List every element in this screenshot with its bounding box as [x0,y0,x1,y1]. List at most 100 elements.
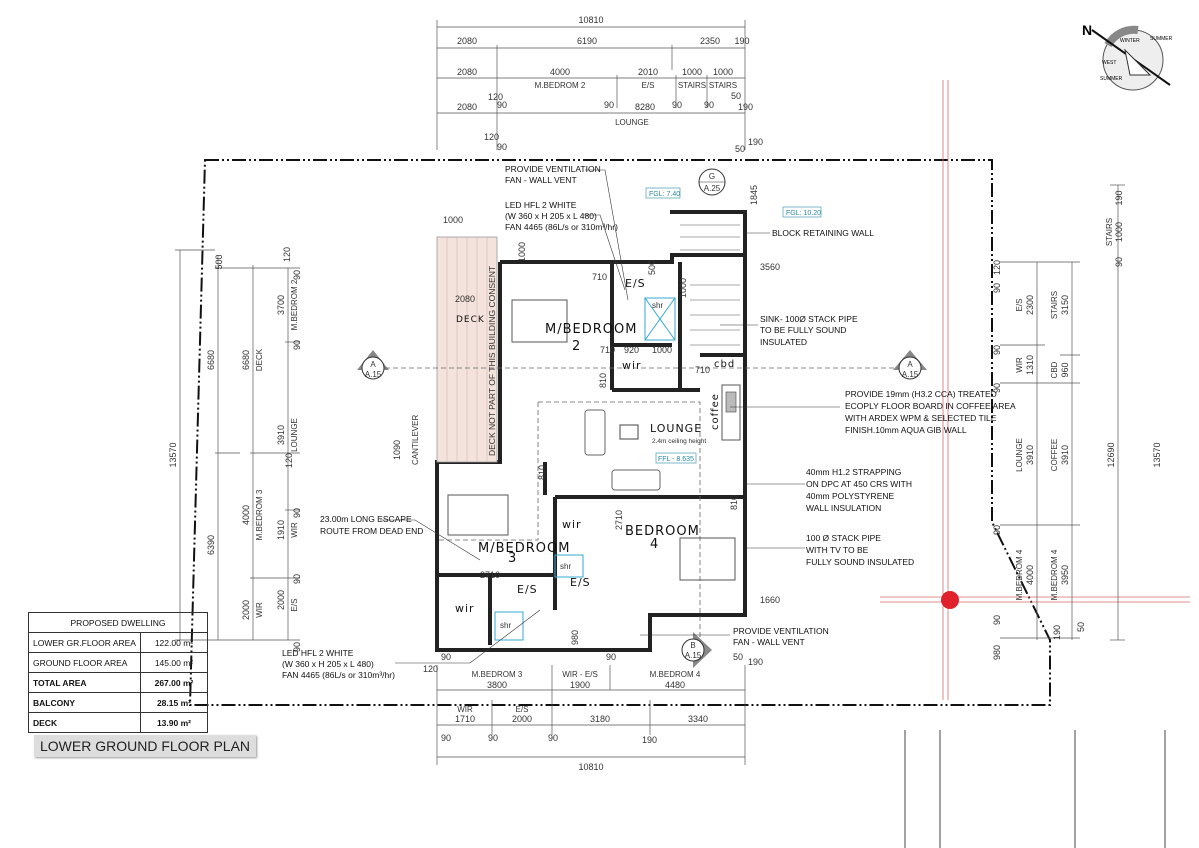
dim: 3910 [276,425,286,445]
svg-text:1000: 1000 [652,345,672,355]
dim: 90 [441,652,451,662]
dim-label: STAIRS [709,81,737,90]
note-ventilation-top: FAN - WALL VENT [505,175,577,185]
note-strapping: ON DPC AT 450 CRS WITH [806,479,912,489]
svg-text:90: 90 [292,508,302,518]
dim-label: COFFEE [1050,439,1059,471]
bottom-dimensions [436,665,746,765]
dim: 3910 [1060,445,1070,465]
svg-text:A: A [907,360,913,369]
dim: 2350 [700,36,720,46]
note-led-bottom: (W 360 x H 205 x L 480) [282,659,374,669]
dim-label: M.BEDROM 4 [1015,549,1024,600]
dim-label: E/S [290,599,299,612]
dim: 190 [642,735,657,745]
room-label-cbd: cbd [714,359,735,370]
dim: 8280 [635,102,655,112]
svg-text:90: 90 [992,345,1002,355]
svg-text:120: 120 [284,453,294,468]
dim: 190 [1114,190,1124,205]
dim: 50 [731,91,741,101]
dim: 4480 [665,680,685,690]
note-escape-route: 23.00m LONG ESCAPE [320,514,412,524]
svg-text:WEST: WEST [1102,60,1116,66]
svg-text:90: 90 [292,574,302,584]
dim-label: M.BEDROM 2 [290,279,299,330]
dim: 90 [672,100,682,110]
dim: 1310 [1025,355,1035,375]
note-led-bottom: FAN 4465 (86L/s or 310m³/hr) [282,670,395,680]
dim: 120 [488,92,503,102]
svg-text:1000: 1000 [443,215,463,225]
room-label-m-bedroom-2: M/BEDROOM [545,322,637,337]
dim-label: WIR [290,522,299,538]
svg-text:710: 710 [695,365,710,375]
room-label-wir: wir [622,359,642,372]
svg-text:190: 190 [1052,625,1062,640]
dim: 6680 [206,350,216,370]
svg-text:980: 980 [992,645,1002,660]
svg-text:50: 50 [1076,622,1086,632]
dim: 500 [214,254,224,269]
deck-consent-note: DECK NOT PART OF THIS BUILDING CONSENT [487,266,497,456]
note-floor-board: PROVIDE 19mm (H3.2 CCA) TREATED [845,389,997,399]
note-ventilation-top: PROVIDE VENTILATION [505,164,601,174]
building-walls [435,210,747,652]
dim-label: M.BEDROM 3 [255,489,264,540]
svg-text:90: 90 [992,383,1002,393]
note-floor-board: WITH ARDEX WPM & SELECTED TILE [845,413,997,423]
dim-label: STAIRS [1105,218,1114,246]
dim-label: CBD [1050,361,1059,378]
dim-label: E/S [642,81,655,90]
svg-text:500: 500 [647,260,657,275]
svg-text:2710: 2710 [614,510,624,530]
note-escape-route: ROUTE FROM DEAD END [320,526,423,536]
svg-text:1000: 1000 [678,278,688,298]
plan-title: LOWER GROUND FLOOR PLAN [34,735,257,757]
note-led-top: FAN 4465 (86L/s or 310m³/hr) [505,222,618,232]
svg-text:G: G [709,172,715,181]
svg-text:120: 120 [282,247,292,262]
svg-text:90: 90 [992,525,1002,535]
dim: 4000 [550,67,570,77]
dim-label: STAIRS [678,81,706,90]
room-label-es: E/S [625,277,646,290]
svg-text:A.15: A.15 [902,370,919,379]
note-strapping: 40mm H1.2 STRAPPING [806,467,901,477]
room-label-m-bedroom-3: M/BEDROOM [478,541,570,556]
dim: 1910 [276,520,286,540]
svg-text:90: 90 [292,340,302,350]
dim: 2000 [276,590,286,610]
lounge-zone [437,401,701,640]
svg-text:2710: 2710 [480,570,500,580]
note-sink: SINK- 100Ø STACK PIPE [760,314,858,324]
dim: 12690 [1106,442,1116,467]
dim: 90 [604,100,614,110]
dim: 2300 [1025,295,1035,315]
room-label-coffee: coffee [710,393,721,430]
sofa [611,469,661,491]
dim-overall-top: 10810 [578,15,603,25]
room-label-wir: wir [562,518,582,531]
sink [725,391,737,413]
section-marker: A A.15 [893,350,927,380]
dim: 90 [497,142,507,152]
stairs [680,224,740,346]
svg-text:980: 980 [570,630,580,645]
bed [447,494,509,536]
svg-text:A: A [370,360,376,369]
dim: 2080 [457,67,477,77]
dim: 50 [733,652,743,662]
dim: 960 [1060,362,1070,377]
dim: 190 [748,657,763,667]
svg-text:90: 90 [992,615,1002,625]
room-number: 3 [508,551,517,566]
svg-text:90: 90 [992,283,1002,293]
dim: 3700 [276,295,286,315]
svg-text:2080: 2080 [455,294,475,304]
svg-text:90: 90 [292,642,302,652]
cantilever-label: CANTILEVER [411,415,420,465]
note-stack-tv: FULLY SOUND INSULATED [806,557,914,567]
